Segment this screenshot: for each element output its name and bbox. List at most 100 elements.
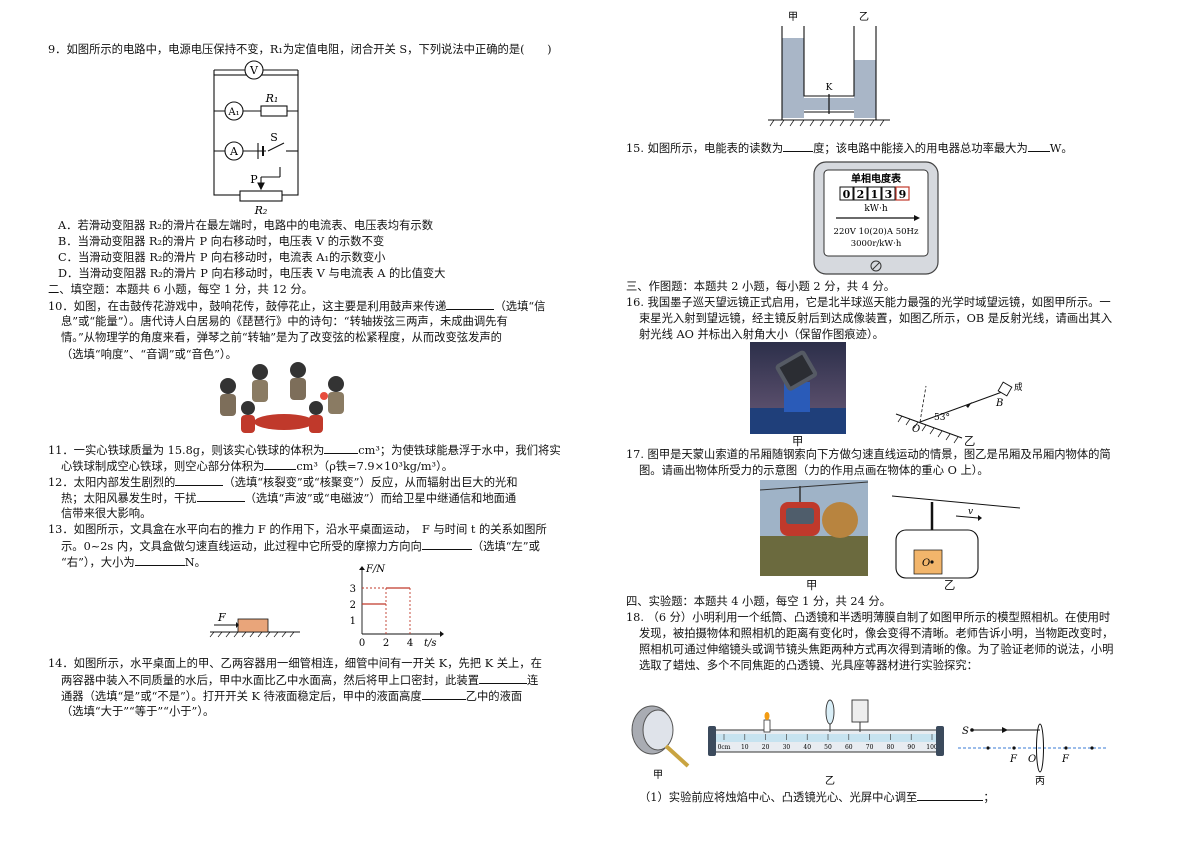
q13-blank-2[interactable] [134,554,185,566]
graph-xlabel: t/s [424,638,437,649]
ytick-1: 1 [350,616,356,627]
q14-blank-1[interactable] [479,672,527,684]
ammeter-a1-label: A₁ [227,107,239,118]
optical-center-o-label: O [1028,754,1036,765]
q16-diagram-caption: 乙 [964,435,976,448]
q12-line-3: 信带来很大影响。 [61,507,152,520]
q13-line-2: 示。0~2s 内，文具盒做匀速直线运动，此过程中它所受的摩擦力方向向（选填“左”… [61,538,540,553]
q13-line-1: 13．如图所示，文具盒在水平向右的推力 F 的作用下，沿水平桌面运动， F 与时… [48,523,547,536]
q14-line-3: 通器（选填“是”或“不是”）。打开开关 K 待液面稳定后，甲中的液面高度乙中的液… [61,688,523,703]
ruler-label: 20 [762,744,770,751]
energy-meter-figure: 单相电度表 0 2 1 3 9 kW·h 220V 10(20)A 50Hz 3… [813,161,939,275]
lens-ray-diagram: S F O F 丙 [958,723,1106,787]
q10-blank-1[interactable] [446,298,495,310]
q12-line-1: 12．太阳内部发生剧烈的（选填“核裂变”或“核聚变”）反应，从而辐射出巨大的光和 [48,474,518,489]
q11-blank-1[interactable] [324,442,359,454]
focus-f2-label: F [1061,754,1070,765]
q18-bing-caption: 丙 [1035,776,1045,787]
f-t-graph: F/N 3 2 1 0 2 4 t/s [350,564,444,649]
ruler-label: 40 [803,744,811,751]
q14-line-1: 14．如图所示，水平桌面上的甲、乙两容器用一细管相连，细管中间有一开关 K，先把… [48,657,542,670]
xtick-4: 4 [407,638,413,649]
point-o-label: O [912,424,920,435]
q10-line-1: 10．如图，在击鼓传花游戏中，鼓响花传，鼓停花止，这主要是利用鼓声来传递（选填“… [48,298,546,313]
drum-game-illustration [220,362,344,433]
q11-blank-2[interactable] [264,458,297,470]
imaging-device-label: 成像装置 [1014,381,1022,393]
q18-line-3: 照相机可通过伸缩镜头或调节镜头焦距两种方式再次得到清晰的像。为了验证老师的说法，… [639,643,1114,656]
velocity-label: v [968,507,973,517]
ruler-label: 50 [824,744,832,751]
telescope-photo [750,342,846,434]
q9-option-c: C．当滑动变阻器 R₂的滑片 P 向右移动时，电流表 A₁的示数变小 [58,251,386,264]
q14-blank-2[interactable] [421,688,466,700]
q12-line-2: 热；太阳风暴发生时，干扰（选填“声波”或“电磁波”）而给卫星中继通信和地面通 [61,490,517,505]
meter-digits: 0 2 1 3 9 [839,186,910,201]
ruler-label: 0cm [718,744,731,751]
q17-line-1: 17. 图甲是天蒙山索道的吊厢随钢索向下方做匀速直线运动的情景，图乙是吊厢及吊厢… [626,448,1111,461]
q12-blank-1[interactable] [175,474,224,486]
vessel-yi-label: 乙 [859,11,869,23]
angle-label: 53° [934,413,950,423]
slider-label: P [250,173,258,186]
r2-label: R₂ [254,204,268,217]
meter-spec-2: 3000r/kW·h [851,239,902,249]
q18-line-2: 发现，被拍摄物体和照相机的距离有变化时，像会变得不清晰。老师告诉小明，当物距改变… [639,627,1114,640]
ammeter-a-label: A [229,145,239,158]
meter-unit: kW·h [864,204,888,214]
force-label: F [217,611,226,624]
ruler-label: 80 [887,744,895,751]
q9-option-b: B．当滑动变阻器 R₂的滑片 P 向右移动时，电压表 V 的示数不变 [58,235,385,248]
section-2-heading: 二、填空题：本题共 6 小题，每空 1 分，共 12 分。 [48,283,313,296]
q16-reflection-diagram: 53° O B 成像装置 [895,381,1022,444]
q17-line-2: 图。请画出物体所受力的示意图（力的作用点画在物体的重心 O 上）。 [639,464,989,477]
vessel-jia-label: 甲 [788,12,798,23]
q13-figure: F F/N 3 2 1 0 2 4 t/s [209,564,444,649]
ruler-label: 60 [845,744,853,751]
q15-blank-2[interactable] [1027,140,1050,152]
ytick-3: 3 [350,584,356,595]
section-3-heading: 三、作图题：本题共 2 小题，每小题 2 分，共 4 分。 [626,280,896,293]
q14-line-2: 两容器中装入不同质量的水后，甲中水面比乙中水面高，然后将甲上口密封，此装置连 [61,672,539,687]
ruler-label: 90 [907,744,915,751]
q13-blank-1[interactable] [421,538,472,550]
pencil-box-sketch: F [209,611,300,638]
q17-photo-caption: 甲 [806,579,818,592]
q9-stem: 9．如图所示的电路中，电源电压保持不变，R₁为定值电阻，闭合开关 S，下列说法中… [48,43,552,56]
ruler-label: 70 [866,744,874,751]
q16-line-3: 射光线 AO 并标出入射角大小（保留作图痕迹）。 [639,328,884,341]
focus-f1-label: F [1009,754,1018,765]
q18-sub-1: （1）实验前应将烛焰中心、凸透镜光心、光屏中心调至； [639,789,995,804]
ruler-label: 30 [783,744,791,751]
ytick-2: 2 [350,600,356,611]
q16-photo-caption: 甲 [792,435,804,448]
meter-digit-4: 3 [885,188,893,201]
xtick-0: 0 [359,638,365,649]
q18-yi-caption: 乙 [825,775,835,787]
meter-digit-1: 0 [843,188,851,201]
point-b-label: B [995,398,1003,409]
child-figures [220,362,344,433]
q15-blank-1[interactable] [783,140,814,152]
voltmeter-label: V [249,64,259,77]
q18-blank-1[interactable] [917,789,984,801]
meter-digit-5: 9 [899,188,907,201]
q10-line-3: 情。”从物理学的角度来看，弹琴之前“转轴”是为了改变弦的松紧程度，从而改变弦发声… [61,331,502,344]
meter-screw-icon [870,260,882,272]
ruler-label: 10 [741,744,749,751]
meter-digit-2: 2 [857,188,865,201]
q9-option-d: D．当滑动变阻器 R₂的滑片 P 向右移动时，电压表 V 与电流表 A 的比值变… [58,267,446,280]
q18-line-4: 选取了蜡烛、多个不同焦距的凸透镜、光具座等器材进行实验探究： [639,659,978,672]
q12-blank-2[interactable] [196,490,245,502]
section-4-heading: 四、实验题：本题共 4 小题，每空 1 分，共 24 分。 [626,595,891,608]
q14-line-4: （选填“大于”“等于”“小于”）。 [61,705,215,718]
q10-line-4: （选填“响度”、“音调”或“音色”）。 [61,348,237,361]
ruler-label: 100 [926,744,938,751]
r1-label: R₁ [265,92,279,105]
optical-bench-figure: 0cm 10 20 30 40 50 60 70 80 90 100 乙 [708,699,944,787]
q9-circuit-diagram: V A₁ R₁ A S P R₂ [213,60,299,217]
